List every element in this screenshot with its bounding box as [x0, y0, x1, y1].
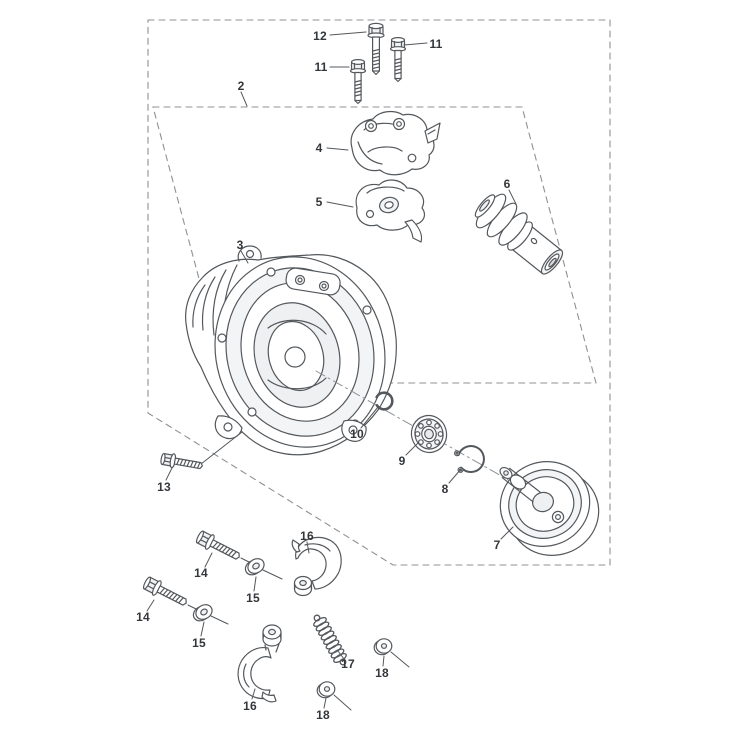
- leader-line: [403, 42, 428, 46]
- coupler-bore: [548, 257, 557, 268]
- screw-12: [367, 22, 385, 76]
- bolt-14-upper: [195, 530, 240, 560]
- part-callout-3: 3: [236, 238, 244, 252]
- part-callout-14: 14: [194, 566, 208, 580]
- part-callout-18: 18: [375, 666, 389, 680]
- leader-line: [405, 442, 419, 456]
- leader-line: [360, 406, 379, 429]
- leader-line: [508, 189, 517, 205]
- outer-assembly-boundary: [147, 19, 611, 566]
- part-callout-2: 2: [237, 79, 245, 93]
- screw-11-right: [389, 36, 407, 83]
- leader-line: [337, 650, 345, 660]
- leader-line: [253, 576, 257, 592]
- ball-bearing-9: [410, 414, 448, 454]
- part-callout-10: 10: [350, 427, 364, 441]
- assembly-axis-lines: [187, 557, 410, 711]
- part-callout-13: 13: [157, 480, 171, 494]
- leader-line: [306, 541, 310, 554]
- clutch-shoe-16-upper: [291, 536, 342, 597]
- part-callout-6: 6: [503, 177, 511, 191]
- clamp-lower-5: [355, 179, 426, 243]
- part-callout-5: 5: [315, 195, 323, 209]
- shoe-pivot-hole: [299, 579, 307, 587]
- leader-line: [240, 250, 249, 264]
- part-callout-11: 11: [429, 37, 443, 51]
- bearing-bore: [424, 428, 434, 440]
- clamp-upper-4: [350, 110, 441, 176]
- leader-line: [329, 31, 367, 36]
- leader-line: [200, 621, 205, 637]
- part-callout-17: 17: [341, 657, 355, 671]
- part-callout-12: 12: [313, 29, 327, 43]
- bolt-13-assembly-line: [200, 431, 243, 465]
- screw-shaft: [394, 49, 402, 80]
- leader-line: [251, 688, 256, 700]
- leader-line: [146, 599, 155, 612]
- part-callout-14: 14: [136, 610, 150, 624]
- part-callout-16: 16: [300, 529, 314, 543]
- coupler-6: [474, 193, 564, 275]
- washer-18-right: [373, 638, 393, 656]
- spring-17: [313, 614, 347, 666]
- leader-line: [240, 91, 248, 107]
- shoe-pivot-hole: [268, 628, 276, 636]
- part-callout-7: 7: [493, 538, 501, 552]
- crank-hole: [284, 346, 306, 368]
- leader-line: [165, 467, 173, 481]
- clutch-drum-7: [499, 461, 600, 556]
- part-callout-18: 18: [316, 708, 330, 722]
- leader-line: [204, 552, 213, 568]
- part-callout-11: 11: [314, 60, 328, 74]
- screw-11-left: [349, 58, 367, 105]
- part-callout-15: 15: [246, 591, 260, 605]
- washer-15-lower: [192, 604, 213, 622]
- leader-line: [500, 526, 514, 540]
- bolt-13: [160, 452, 203, 470]
- part-callout-8: 8: [441, 482, 449, 496]
- leader-line: [448, 468, 462, 484]
- bolt-14-lower: [142, 576, 187, 606]
- part-callout-15: 15: [192, 636, 206, 650]
- leader-line: [326, 201, 354, 208]
- leader-line: [323, 697, 327, 709]
- retaining-ring-8: [454, 445, 485, 473]
- screw-shaft: [354, 71, 362, 102]
- clutch-shoe-16-lower: [237, 624, 282, 703]
- washer-15-upper: [244, 558, 265, 576]
- group-2-boundary: [152, 106, 597, 384]
- leader-line: [326, 147, 349, 151]
- lock-washer-10: [375, 391, 394, 411]
- washer-18-lower: [316, 681, 336, 699]
- leader-lines: [146, 31, 517, 709]
- part-callout-9: 9: [398, 454, 406, 468]
- leader-line: [382, 655, 385, 667]
- part-callout-16: 16: [243, 699, 257, 713]
- clutch-housing-3: [185, 245, 397, 456]
- part-callout-4: 4: [315, 141, 323, 155]
